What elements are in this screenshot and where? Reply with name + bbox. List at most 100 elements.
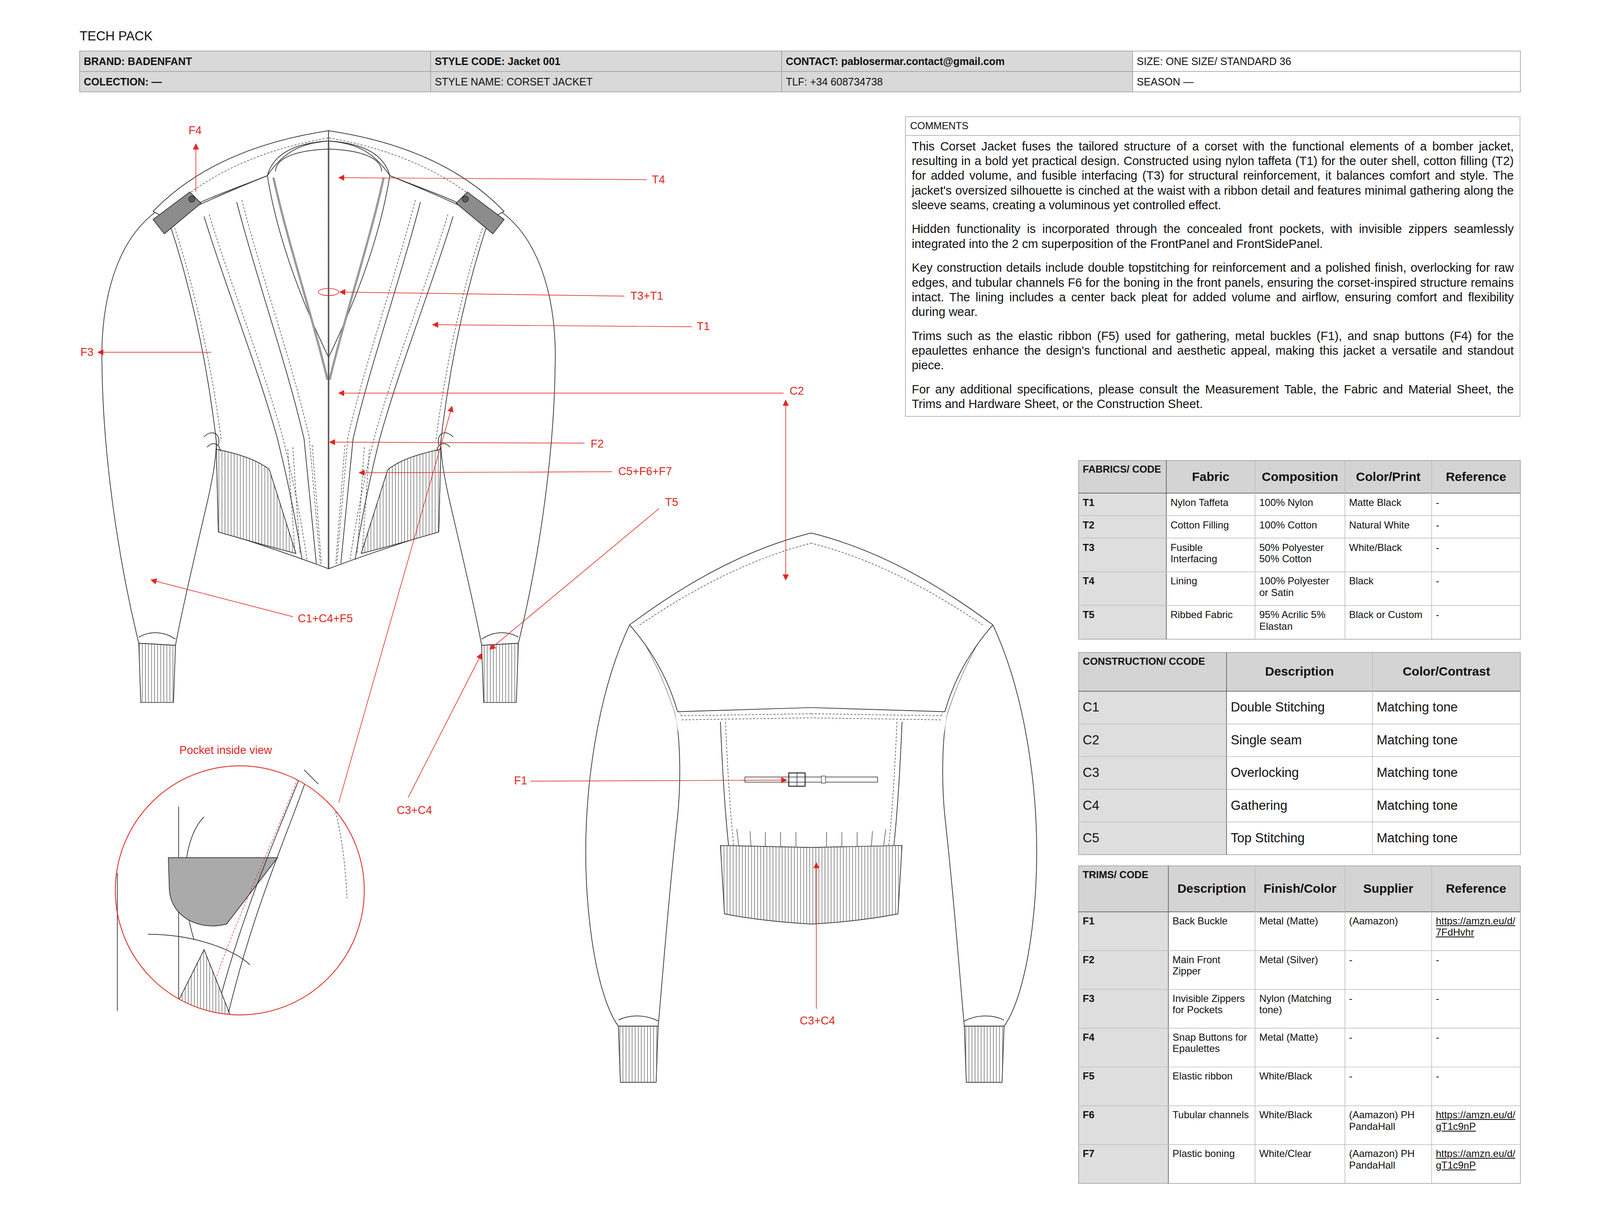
trim-cell: F4 <box>1082 1031 1165 1043</box>
fabric-cell: 95% Acrilic 5% Elastan <box>1259 608 1341 632</box>
trim-cell: - <box>1349 1070 1428 1082</box>
jacket-front-half-part <box>173 224 222 441</box>
construction-cell: Matching tone <box>1376 797 1517 813</box>
jacket-back-half-part <box>629 532 812 625</box>
comment-paragraph: Hidden functionality is incorporated thr… <box>905 221 1520 252</box>
trim-cell: - <box>1349 1031 1428 1043</box>
trim-cell: (Aamazon) PH PandaHall <box>1349 1108 1428 1132</box>
trim-cell: - <box>1435 1031 1517 1043</box>
trim-cell: - <box>1349 953 1428 965</box>
leader-lines-part <box>340 292 625 297</box>
trim-cell: - <box>1435 953 1517 965</box>
fabric-cell: Black <box>1349 575 1428 587</box>
construction-cell: Matching tone <box>1376 732 1517 748</box>
jacket-back-half-part <box>629 532 812 712</box>
trim-cell: https://amzn.eu/d/gT1c9nP <box>1435 1108 1517 1132</box>
construction-cell: Matching tone <box>1376 699 1517 715</box>
pocket-zoom <box>115 760 365 1021</box>
fabric-table-grid-part <box>1078 460 1521 640</box>
leader-lines-part <box>359 471 613 473</box>
leader-lines-part <box>318 288 339 296</box>
trim-cell: Elastic ribbon <box>1172 1070 1251 1082</box>
pocket-zoom-content-part <box>115 765 365 1015</box>
jacket-front-half-mirror <box>328 130 556 703</box>
pocket-zoom-content-part <box>214 760 306 1021</box>
trim-cell: F5 <box>1082 1070 1165 1082</box>
callout-code: T1 <box>695 320 711 333</box>
callout-code: Pocket inside view <box>178 743 273 757</box>
trim-cell: https://amzn.eu/d/gT1c9nP <box>1435 1147 1517 1171</box>
leader-lines-part <box>490 508 660 650</box>
construction-cell: Description <box>1230 664 1369 679</box>
box-heading: COMMENTS <box>905 117 1520 136</box>
header-cell: CONTACT: pablosermar.contact@gmail.com <box>785 55 1129 68</box>
trim-cell: Invisible Zippers for Pockets <box>1172 992 1251 1016</box>
trim-cell: - <box>1349 992 1428 1004</box>
jacket-front-half-part <box>152 192 201 234</box>
leader-lines-part <box>785 400 786 580</box>
construction-cell: C5 <box>1082 830 1223 845</box>
jacket-front-half-part <box>275 149 329 172</box>
fabric-cell: 100% Polyester or Satin <box>1259 575 1341 598</box>
jacket-back-half-part <box>720 845 812 924</box>
callout-code: C2 <box>788 384 805 398</box>
construction-cell: CONSTRUCTION/ CCODE <box>1082 655 1223 667</box>
fabric-cell: T1 <box>1082 496 1163 508</box>
pocket-zoom-content-part <box>168 949 233 1021</box>
header-cell: SEASON — <box>1136 75 1517 88</box>
fabric-cell: Color/Print <box>1349 469 1428 484</box>
fabric-cell: 100% Nylon <box>1259 496 1341 508</box>
construction-cell: Matching tone <box>1376 765 1517 780</box>
fabric-cell: 100% Cotton <box>1259 519 1341 531</box>
trims-table-grid <box>1078 865 1521 1183</box>
back-buckle-part <box>796 772 798 787</box>
leader-lines-part <box>815 862 817 1009</box>
fabric-cell: White/Black <box>1349 541 1428 553</box>
pocket-zoom-part <box>117 872 118 1011</box>
callout-code: C3+C4 <box>395 803 433 817</box>
jacket-back-half-part <box>629 624 812 712</box>
construction-cell: Single seam <box>1230 732 1369 748</box>
callout-code: F2 <box>590 437 605 451</box>
pocket-zoom-content <box>115 760 365 1021</box>
construction-cell: Color/Contrast <box>1376 664 1517 679</box>
construction-cell: Overlocking <box>1230 765 1369 780</box>
trim-cell: F3 <box>1082 992 1165 1004</box>
fabric-cell: Composition <box>1259 469 1341 484</box>
back-buckle-part <box>821 775 826 783</box>
jacket-back-half-part <box>680 713 811 720</box>
header-cell: COLECTION: — <box>83 75 427 88</box>
jacket-back-half <box>585 532 812 1083</box>
leader-lines-part <box>432 324 692 327</box>
construction-cell: C4 <box>1082 797 1223 813</box>
trims-table-grid-part <box>1078 865 1521 1183</box>
fabric-table-grid-part <box>1078 460 1521 640</box>
construction-cell: Double Stitching <box>1230 699 1369 715</box>
trim-cell: White/Black <box>1259 1070 1341 1082</box>
jacket-back-half-part <box>720 721 729 845</box>
trim-cell: Reference <box>1435 881 1517 896</box>
construction-table-grid-part <box>1078 652 1521 691</box>
header-grid-part <box>79 50 1521 92</box>
construction-cell: Gathering <box>1230 797 1369 813</box>
header-cell: SIZE: ONE SIZE/ STANDARD 36 <box>1136 55 1517 68</box>
construction-cell: C2 <box>1082 732 1223 748</box>
construction-cell: Top Stitching <box>1230 830 1369 845</box>
jacket-back-half-part <box>720 845 812 924</box>
callout-code: F3 <box>79 345 95 359</box>
trim-cell: https://amzn.eu/d/7FdHvhr <box>1435 915 1517 938</box>
construction-table-grid-part <box>1078 691 1227 855</box>
jacket-front-half-part <box>273 177 328 380</box>
jacket-front-half <box>101 130 329 703</box>
leader-lines-part <box>338 177 648 180</box>
trim-cell: Plastic boning <box>1172 1147 1251 1159</box>
fabric-table-grid-part <box>1078 460 1521 493</box>
construction-cell: C1 <box>1082 699 1223 715</box>
jacket-front-half-part <box>204 432 221 451</box>
comment-paragraph: For any additional specifications, pleas… <box>905 382 1520 412</box>
pocket-zoom-content-part <box>168 857 278 926</box>
callout-code: F1 <box>513 774 529 788</box>
construction-table-grid-part <box>1078 652 1521 855</box>
fabric-cell: FABRICS/ CODE <box>1082 463 1163 475</box>
